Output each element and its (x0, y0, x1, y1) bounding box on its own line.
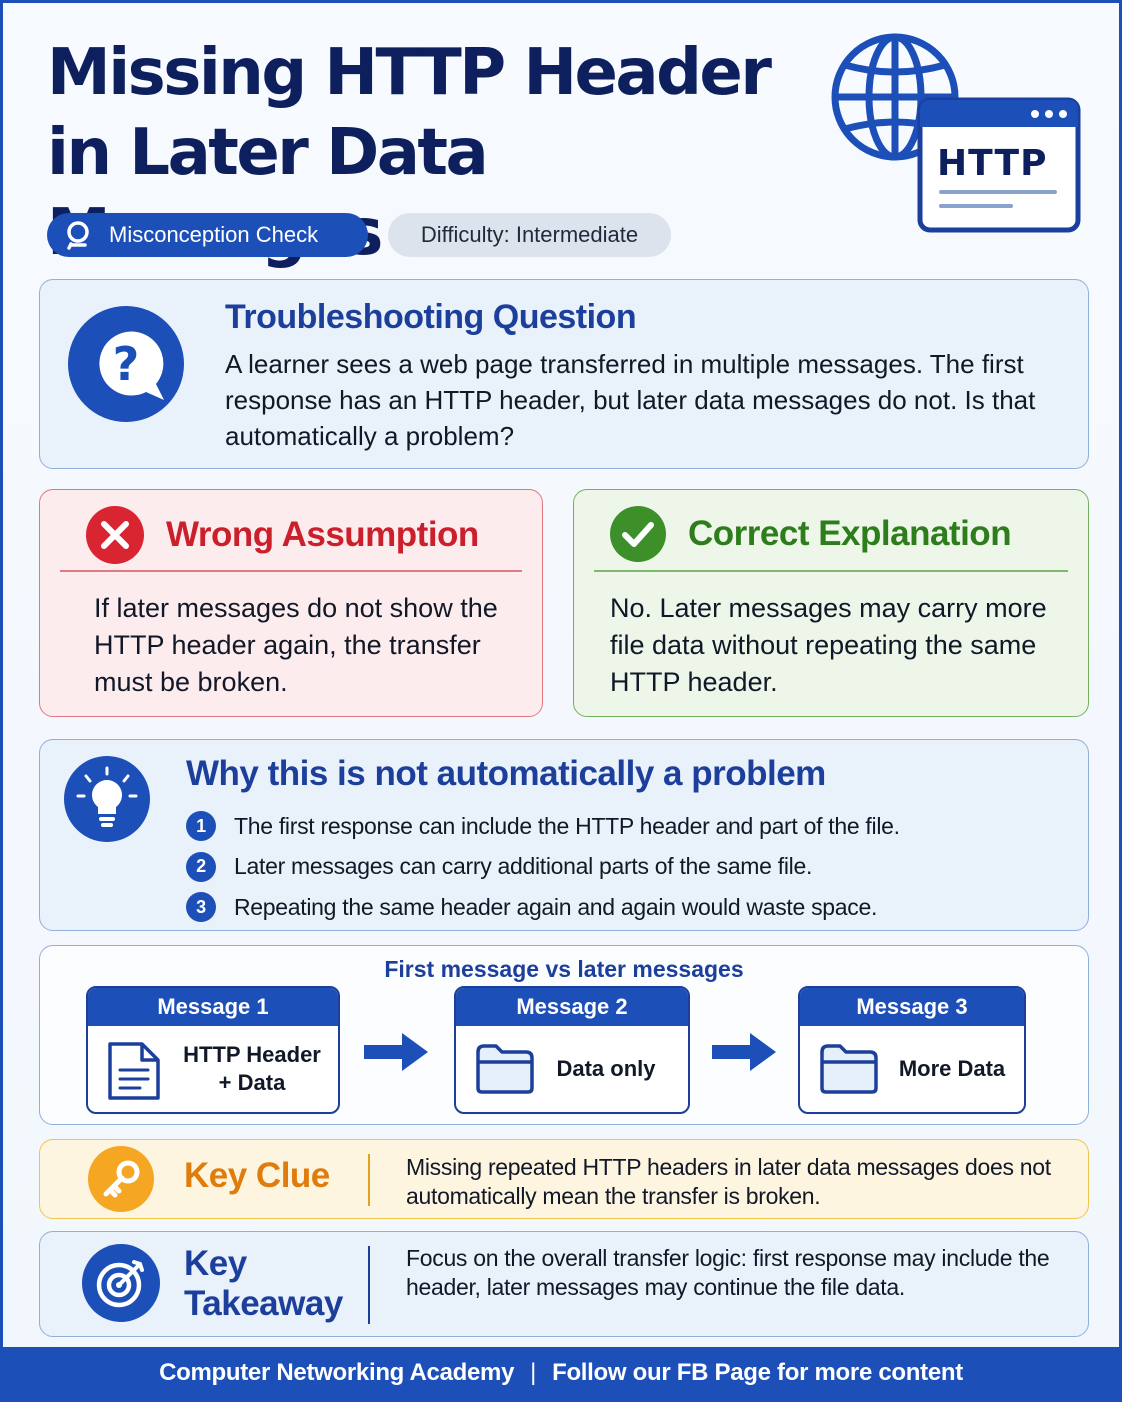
message-3-content: More Data (898, 1056, 1006, 1081)
list-item-text: Later messages can carry additional part… (234, 853, 813, 880)
arrow-right-icon (712, 1033, 776, 1071)
why-card: Why this is not automatically a problem … (39, 739, 1089, 931)
wrong-assumption-title: Wrong Assumption (166, 515, 479, 554)
key-icon (88, 1146, 154, 1212)
question-bubble-icon: ? (68, 306, 184, 422)
difficulty-badge-label: Difficulty: Intermediate (420, 222, 639, 247)
document-icon (108, 1042, 160, 1100)
key-clue-divider (368, 1154, 370, 1206)
browser-window-icon (917, 97, 1081, 233)
cross-icon (86, 506, 144, 564)
footer-separator: | (530, 1359, 537, 1386)
message-2-content: Data only (556, 1056, 656, 1081)
folder-icon (820, 1044, 878, 1094)
key-takeaway-divider (368, 1246, 370, 1324)
wrong-assumption-card: Wrong Assumption If later messages do no… (39, 489, 543, 717)
key-takeaway-card: Key Takeaway Focus on the overall transf… (39, 1231, 1089, 1337)
wrong-assumption-body: If later messages do not show the HTTP h… (94, 593, 498, 697)
lightbulb-icon (64, 756, 150, 842)
footer-bar: Computer Networking Academy | Follow our… (3, 1347, 1119, 1399)
key-takeaway-title-line-1: Key (184, 1244, 247, 1283)
message-1-line-1: HTTP Header (183, 1042, 321, 1067)
message-flow-card: First message vs later messages Message … (39, 945, 1089, 1125)
footer-follow-text: Follow our FB Page for more content (552, 1359, 963, 1386)
question-card: ? Troubleshooting Question A learner see… (39, 279, 1089, 469)
misconception-badge: Misconception Check (47, 213, 368, 257)
svg-text:?: ? (113, 337, 140, 391)
misconception-badge-label: Misconception Check (109, 222, 319, 247)
globe-icon (831, 33, 959, 161)
list-item-text: Repeating the same header again and agai… (234, 893, 878, 920)
list-item: 2 Later messages can carry additional pa… (186, 847, 1066, 888)
correct-explanation-title: Correct Explanation (688, 514, 1012, 553)
correct-explanation-body: No. Later messages may carry more file d… (610, 593, 1047, 697)
arrow-right-icon (364, 1033, 428, 1071)
message-1-box: Message 1 HTTP Header + Data (86, 986, 340, 1114)
target-icon (82, 1244, 160, 1322)
list-item: 3 Repeating the same header again and ag… (186, 887, 1066, 928)
key-takeaway-title-line-2: Takeaway (184, 1284, 343, 1323)
message-3-label: Message 3 (800, 988, 1024, 1026)
question-body: A learner sees a web page transferred in… (225, 349, 1036, 451)
hero-illustration: HTTP (829, 29, 1089, 239)
number-badge: 2 (186, 851, 216, 882)
flow-title: First message vs later messages (384, 956, 744, 982)
check-icon (610, 506, 666, 562)
question-title: Troubleshooting Question (225, 298, 637, 336)
difficulty-badge: Difficulty: Intermediate (388, 213, 671, 257)
key-clue-text: Missing repeated HTTP headers in later d… (406, 1154, 1051, 1209)
why-list: 1 The first response can include the HTT… (186, 806, 1066, 928)
message-3-box: Message 3 More Data (798, 986, 1026, 1114)
key-takeaway-title: Key Takeaway (184, 1244, 343, 1324)
message-2-label: Message 2 (456, 988, 688, 1026)
key-takeaway-text: Focus on the overall transfer logic: fir… (406, 1245, 1050, 1300)
message-2-box: Message 2 Data only (454, 986, 690, 1114)
message-1-line-2: + Data (218, 1070, 286, 1095)
title-line-1: Missing HTTP Header (47, 36, 772, 110)
browser-http-label: HTTP (937, 143, 1048, 184)
wrong-divider (60, 570, 522, 572)
list-item: 1 The first response can include the HTT… (186, 806, 1066, 847)
key-clue-card: Key Clue Missing repeated HTTP headers i… (39, 1139, 1089, 1219)
key-clue-title: Key Clue (184, 1156, 330, 1195)
number-badge: 1 (186, 811, 216, 842)
folder-icon (476, 1044, 534, 1094)
message-1-label: Message 1 (88, 988, 338, 1026)
message-1-content: HTTP Header + Data (172, 1026, 332, 1112)
magnifier-icon (67, 221, 89, 250)
footer-academy-name: Computer Networking Academy (159, 1359, 515, 1386)
list-item-text: The first response can include the HTTP … (234, 812, 900, 839)
correct-explanation-card: Correct Explanation No. Later messages m… (573, 489, 1089, 717)
number-badge: 3 (186, 892, 216, 923)
why-title: Why this is not automatically a problem (186, 754, 826, 793)
correct-divider (594, 570, 1068, 572)
